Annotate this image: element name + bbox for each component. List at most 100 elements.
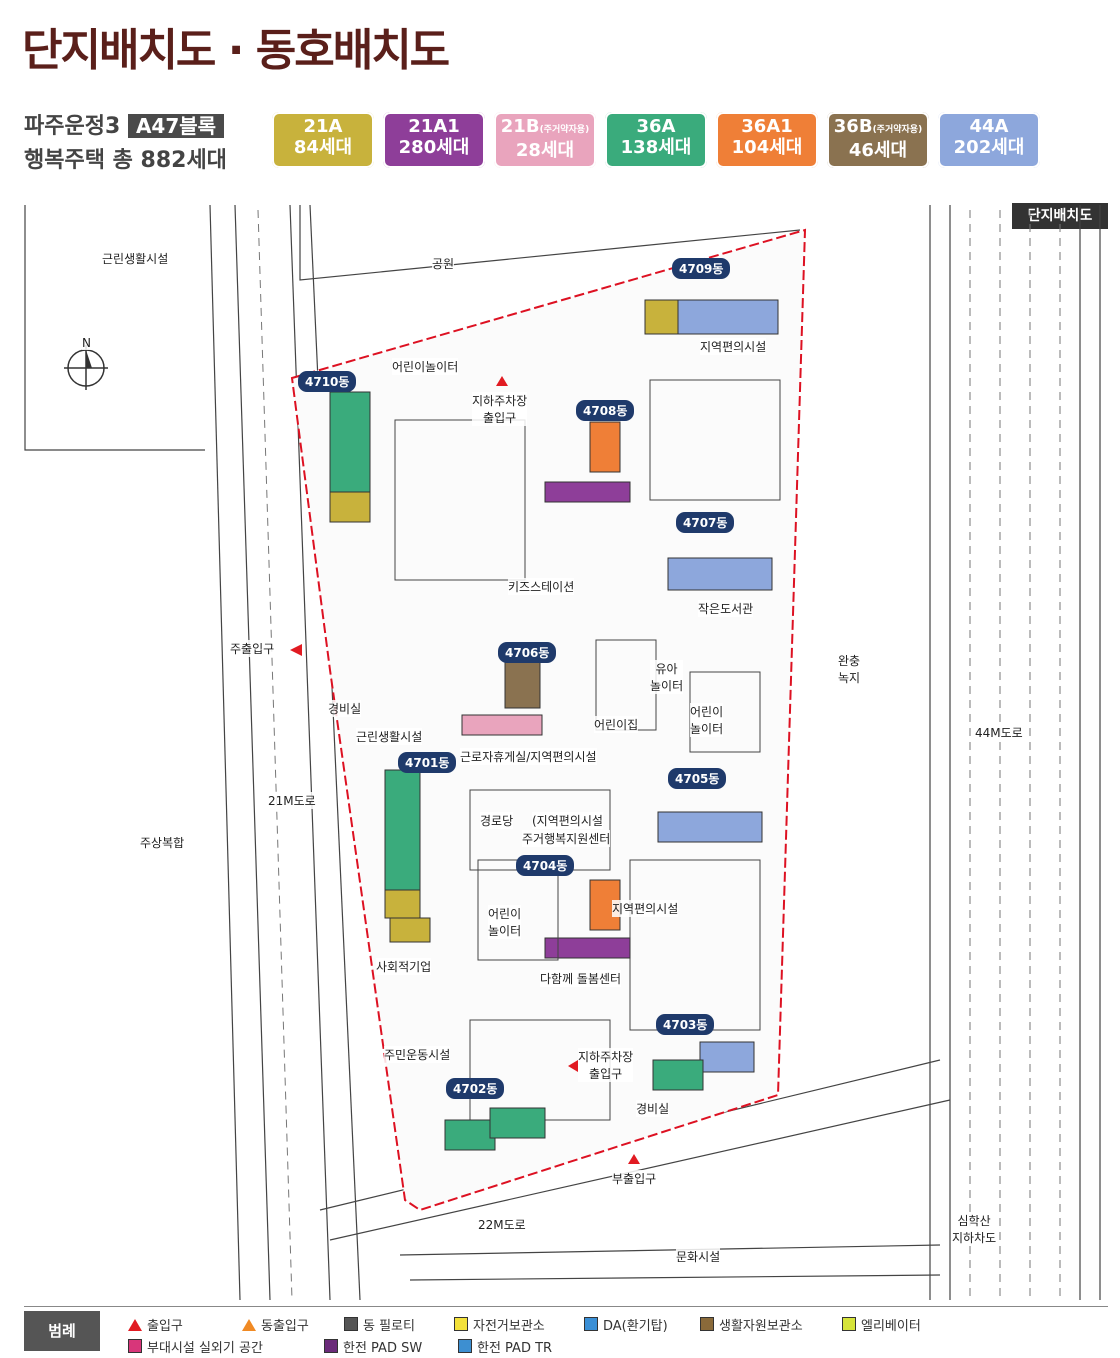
unit-type-count: 84세대 [293,137,353,158]
legend-item-w-box: 생활자원보관소 [700,1315,803,1334]
facility-convenience-3: 지역편의시설 [612,900,679,917]
legend-item-label: DA(환기탑) [603,1319,668,1334]
area-neighborhood: 근린생활시설 [102,250,169,267]
facility-playground-3: 어린이 놀이터 [488,905,522,939]
facility-sports: 주민운동시설 [384,1046,451,1063]
parking-entrance-icon [496,376,508,386]
facility-guard-1: 경비실 [328,700,362,717]
road-44m: 44M도로 [975,724,1023,741]
area-mixed: 주상복합 [140,834,185,851]
unit-type-21b: 21B(주거약자용)28세대 [494,112,596,168]
unit-type-count: 104세대 [731,137,803,158]
legend-item-red-triangle: 출입구 [128,1315,183,1334]
area-park: 공원 [432,255,455,272]
project-name: 파주운정3 [24,114,121,139]
facility-convenience-1: 지역편의시설 [700,338,767,355]
legend-item-ev-box: 엘리베이터 [842,1315,921,1334]
building-4702: 4702동 [446,1078,505,1099]
w-box-icon [700,1317,714,1331]
facility-playground-1: 어린이놀이터 [392,358,459,375]
main-gate-icon [290,644,302,656]
building-4701: 4701동 [398,752,457,773]
facility-toddler: 유아 놀이터 [650,660,684,694]
unit-type-label: 36A [636,116,676,137]
legend-item-t-box: 한전 PAD TR [458,1337,552,1356]
legend-item-bike-box: 자전거보관소 [454,1315,545,1334]
subtitle-line2: 행복주택 총 882세대 [24,148,227,173]
facility-convenience-2: (지역편의시설 [532,812,603,829]
unit-type-count: 138세대 [620,137,692,158]
facility-parking-2: 지하주차장 출입구 [578,1048,634,1082]
building-4710: 4710동 [298,371,357,392]
legend-item-label: 동 필로티 [363,1319,415,1334]
building-4704: 4704동 [516,855,575,876]
legend-item-orange-triangle: 동출입구 [242,1315,309,1334]
orange-triangle-icon [242,1319,256,1331]
purple-grid-box-icon [324,1339,338,1353]
facility-support: 주거행복지원센터 [522,830,611,847]
facility-daycare: 어린이집 [594,716,639,733]
facility-social: 사회적기업 [376,958,432,975]
legend-item-purple-grid-box: 한전 PAD SW [324,1337,422,1356]
bike-box-icon [454,1317,468,1331]
legend-item-label: 한전 PAD SW [343,1341,423,1356]
facility-neighborhood-2: 근린생활시설 [356,728,423,745]
unit-type-count: 202세대 [953,137,1025,158]
ev-box-icon [842,1317,856,1331]
north-label: N [82,336,91,350]
main-gate-label: 주출입구 [230,640,275,657]
facility-care: 다함께 돌봄센터 [540,970,622,987]
unit-type-count: 46세대 [848,140,908,161]
facility-library: 작은도서관 [698,600,754,617]
facility-rest: 근로자휴게실/지역편의시설 [460,748,597,765]
legend-item-label: 동출입구 [261,1319,309,1334]
building-blocks [329,299,779,1151]
north-arrow-icon [64,345,108,390]
area-green: 완충 녹지 [838,652,861,686]
unit-type-label: 21A1 [408,116,460,137]
legend-item-label: 자전거보관소 [473,1319,545,1334]
area-culture: 문화시설 [676,1248,721,1265]
road-21m: 21M도로 [268,792,316,809]
parking-entrance-2-icon [568,1060,578,1072]
building-4706: 4706동 [498,642,557,663]
facility-senior: 경로당 [480,812,514,829]
unit-type-label: 44A [969,116,1009,137]
da-box-icon [584,1317,598,1331]
legend-item-pink-x-box: 부대시설 실외기 공간 [128,1337,263,1356]
unit-type-count: 28세대 [515,140,575,161]
unit-type-note: (주거약자용) [539,125,590,135]
facility-kids-station: 키즈스테이션 [508,578,575,595]
building-4703: 4703동 [656,1014,715,1035]
unit-type-label: 36A1 [741,116,793,137]
road-22m: 22M도로 [478,1216,526,1233]
unit-type-36b: 36B(주거약자용)46세대 [827,112,929,168]
legend: 범례 출입구 동출입구 동 필로티 자전거보관소 DA(환기탑) 생활자원보관소 엘리베이터… [24,1306,1108,1356]
legend-item-label: 생활자원보관소 [719,1319,803,1334]
unit-type-count: 280세대 [398,137,470,158]
area-tunnel: 심학산 지하차도 [952,1212,997,1246]
building-4709: 4709동 [672,258,731,279]
legend-item-label: 한전 PAD TR [477,1341,553,1356]
legend-item-label: 출입구 [147,1319,183,1334]
facility-playground-2: 어린이 놀이터 [690,703,724,737]
building-4705: 4705동 [668,768,727,789]
legend-item-da-box: DA(환기탑) [584,1315,668,1334]
unit-type-note: (주거약자용) [872,125,923,135]
legend-title: 범례 [24,1311,100,1351]
t-box-icon [458,1339,472,1353]
page-title: 단지배치도 · 동호배치도 [22,25,450,76]
legend-item-x-box: 동 필로티 [344,1315,415,1334]
building-4708: 4708동 [576,400,635,421]
legend-item-label: 엘리베이터 [861,1319,921,1334]
red-triangle-icon [128,1319,142,1331]
subtitle-line1: 파주운정3 A47블록 [24,108,225,140]
facility-guard-2: 경비실 [636,1100,670,1117]
legend-item-label: 부대시설 실외기 공간 [147,1341,263,1356]
sub-gate-label: 부출입구 [612,1170,657,1187]
